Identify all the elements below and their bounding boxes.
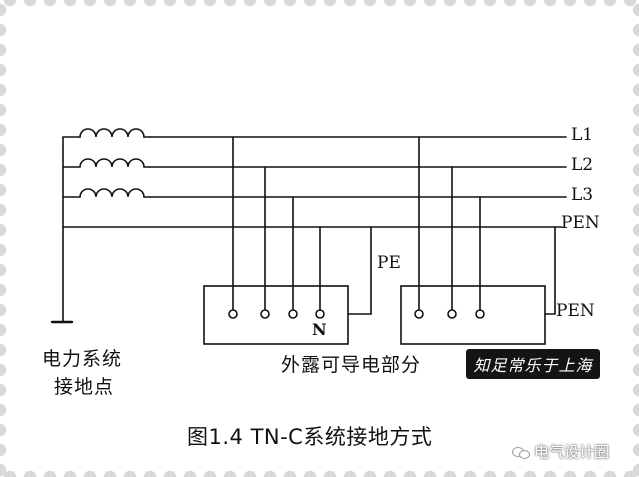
coil-l3	[62, 188, 151, 198]
label-l3: L3	[571, 185, 594, 205]
terminal-right-2	[447, 309, 457, 319]
left-equipment-enclosure	[203, 285, 349, 345]
label-earth-point-line1: 电力系统	[42, 348, 123, 370]
watermark: 电气设计圈	[512, 441, 609, 462]
label-pe: PE	[377, 253, 401, 273]
label-neutral: N	[312, 320, 327, 339]
label-l1: L1	[571, 125, 594, 145]
terminal-left-n	[315, 309, 325, 319]
terminal-right-3	[475, 309, 485, 319]
label-pen-side: PEN	[556, 301, 595, 321]
pe-branch	[347, 226, 372, 315]
watermark-text: 电气设计圈	[534, 443, 610, 461]
figure-caption: 图1.4 TN-C系统接地方式	[187, 425, 433, 449]
pen-branch-right	[544, 226, 556, 315]
label-l2: L2	[571, 155, 594, 175]
right-equipment-enclosure	[400, 285, 546, 345]
brand-badge: 知足常乐于上海	[466, 349, 600, 379]
terminal-right-1	[414, 309, 424, 319]
terminal-left-1	[228, 309, 238, 319]
label-pen-top: PEN	[561, 213, 600, 233]
terminal-left-3	[288, 309, 298, 319]
label-exposed-conductive-parts: 外露可导电部分	[281, 354, 422, 376]
coil-l2	[62, 158, 151, 168]
coil-l1	[62, 128, 151, 138]
label-earth-point-line2: 接地点	[54, 376, 115, 398]
terminal-left-2	[260, 309, 270, 319]
wechat-icon	[512, 445, 530, 459]
